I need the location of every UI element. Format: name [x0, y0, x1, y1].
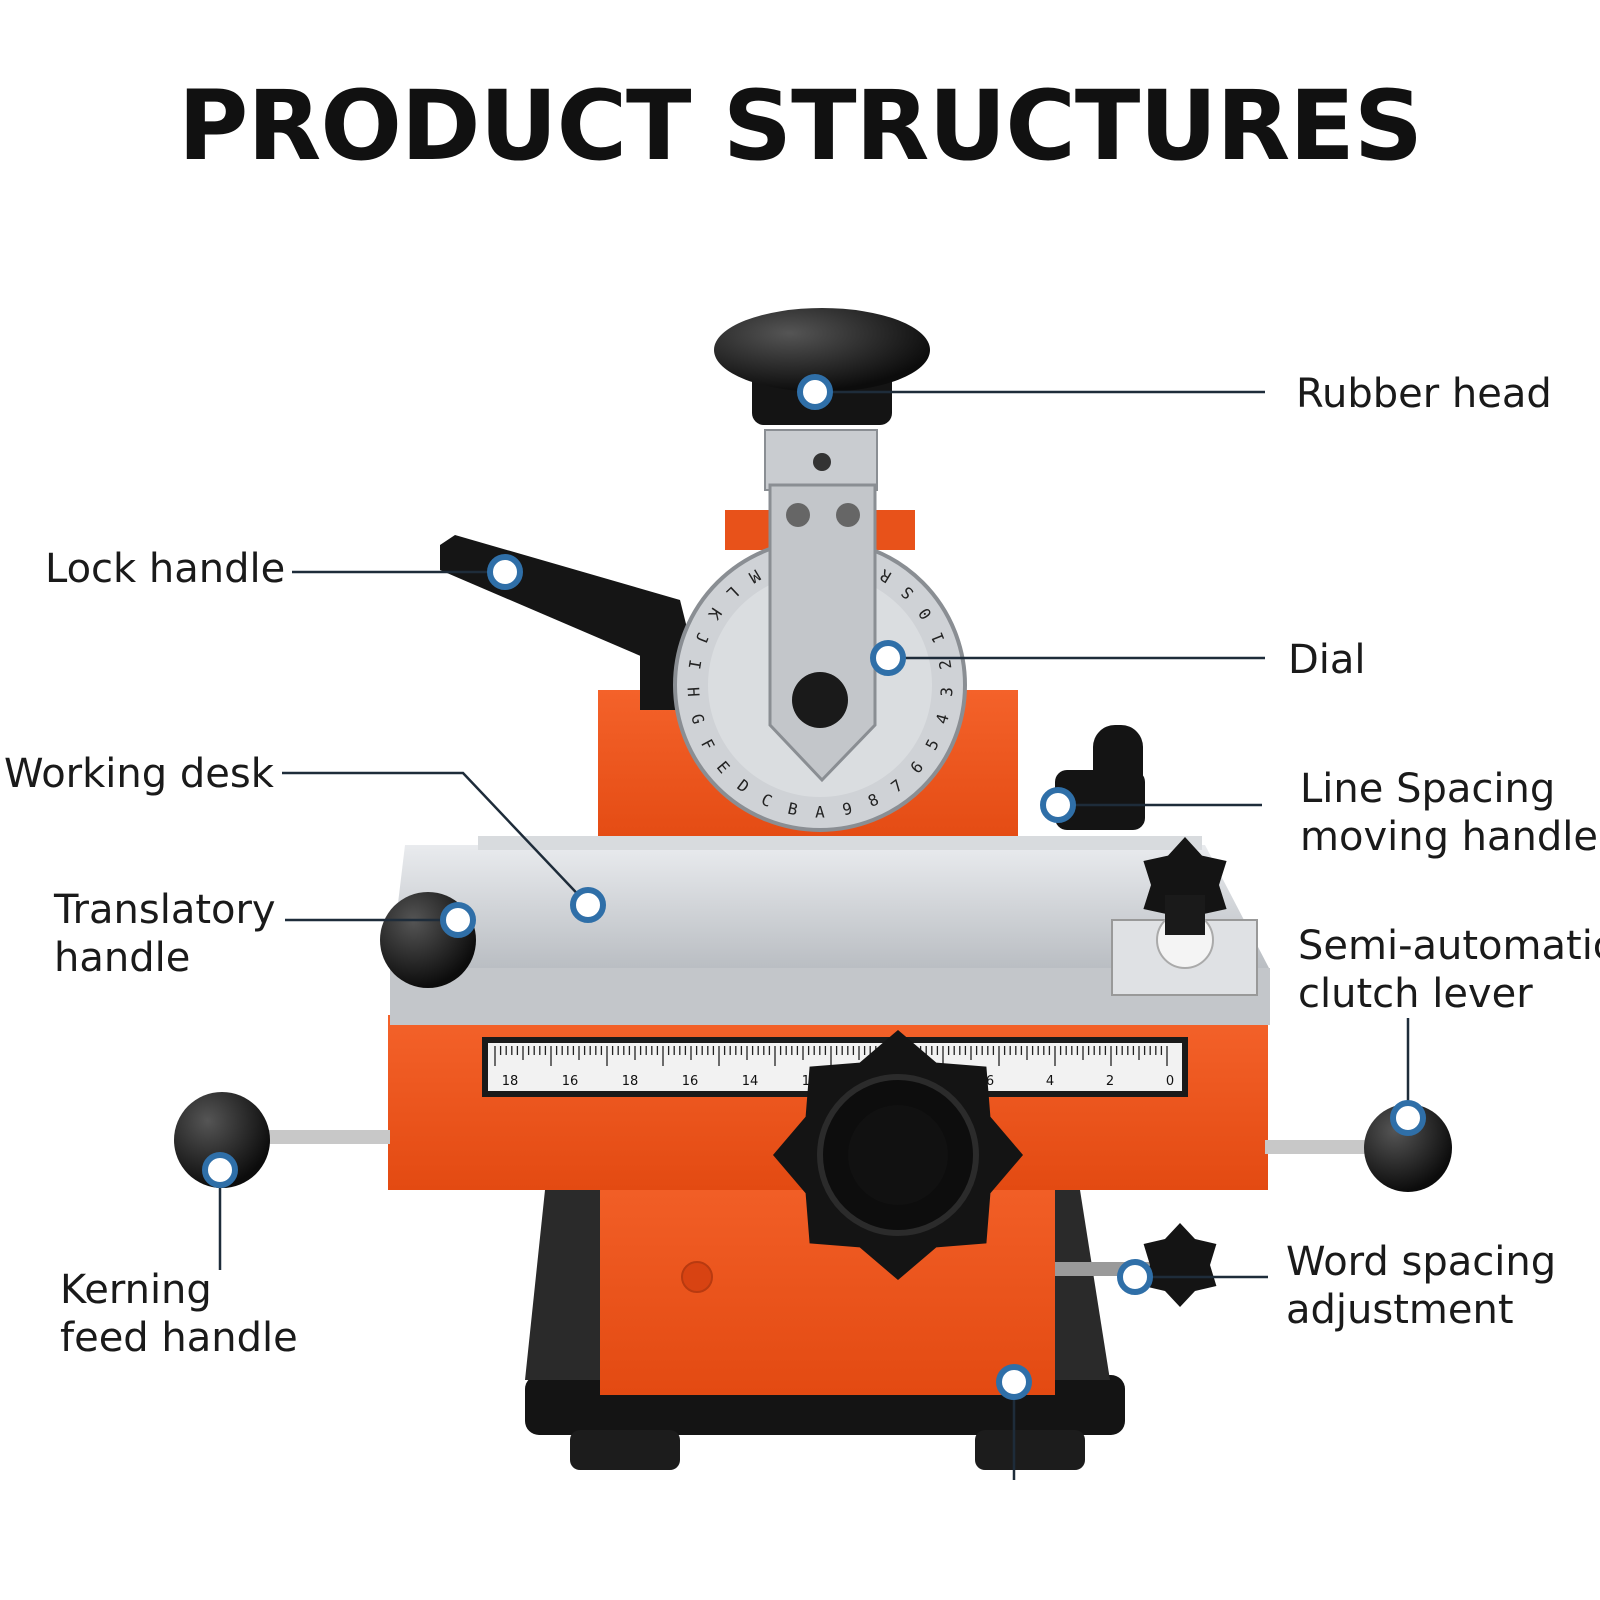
label-kerning-line2: feed handle: [60, 1315, 298, 1361]
label-word-spacing: Word spacing adjustment: [1286, 1238, 1556, 1334]
label-line-spacing: Line Spacing moving handle: [1300, 765, 1598, 861]
page-title: PRODUCT STRUCTURES: [178, 70, 1423, 182]
front-knob-cap: [848, 1105, 948, 1205]
callout-marker-icon: [1117, 1259, 1153, 1295]
kerning-rod-right: [1265, 1140, 1390, 1154]
callout-marker-icon: [1040, 787, 1076, 823]
label-semi-auto-line1: Semi-automatic: [1298, 923, 1600, 969]
body-screw: [681, 1261, 713, 1293]
callout-markers: [202, 374, 1426, 1400]
foot-right: [975, 1430, 1085, 1470]
ruler-number: 2: [1106, 1074, 1114, 1089]
ruler-number: 16: [682, 1074, 699, 1089]
label-translatory: Translatory handle: [54, 886, 276, 982]
kerning-ball-left: [174, 1092, 270, 1188]
label-line-spacing-line2: moving handle: [1300, 814, 1599, 860]
ruler-number: 18: [502, 1074, 519, 1089]
dial-character: I: [685, 658, 705, 671]
callout-marker-icon: [202, 1152, 238, 1188]
callout-marker-icon: [797, 374, 833, 410]
label-line-spacing-line1: Line Spacing: [1300, 766, 1556, 812]
ruler-number: 14: [742, 1074, 759, 1089]
ruler-number: 16: [562, 1074, 579, 1089]
callout-marker-icon: [440, 902, 476, 938]
working-desk-plate: [390, 845, 1270, 970]
callout-marker-icon: [570, 887, 606, 923]
label-semi-auto-line2: clutch lever: [1298, 971, 1533, 1017]
label-word-spacing-line2: adjustment: [1286, 1287, 1514, 1333]
leader-working-desk: [282, 771, 589, 906]
dial-character: H: [683, 687, 702, 698]
callout-marker-icon: [487, 554, 523, 590]
dial-character: A: [815, 803, 825, 822]
label-kerning: Kerning feed handle: [60, 1266, 298, 1362]
label-dial: Dial: [1288, 637, 1366, 683]
label-word-spacing-line1: Word spacing: [1286, 1239, 1557, 1285]
arm-screw-left: [786, 503, 810, 527]
ruler-number: 0: [1166, 1074, 1174, 1089]
callout-marker-icon: [1390, 1100, 1426, 1136]
rubber-head-cap: [714, 308, 930, 392]
desk-rail: [478, 836, 1202, 850]
label-rubber-head: Rubber head: [1296, 371, 1552, 417]
callout-marker-icon: [996, 1364, 1032, 1400]
dial-character: B: [786, 799, 799, 820]
label-translatory-line2: handle: [54, 935, 191, 981]
line-spacing-handle: [1093, 725, 1143, 810]
ruler-number: 4: [1046, 1074, 1054, 1089]
press-arm: [768, 483, 877, 783]
label-translatory-line1: Translatory: [54, 887, 276, 933]
word-spacing-knob: [1143, 1223, 1217, 1307]
dial-character: 9: [841, 799, 854, 820]
callout-marker-icon: [870, 640, 906, 676]
label-semi-auto: Semi-automatic clutch lever: [1298, 922, 1600, 1018]
label-kerning-line1: Kerning: [60, 1267, 212, 1313]
dial-character: 2: [935, 658, 955, 671]
label-working-desk: Working desk: [4, 751, 274, 797]
ruler-number: 18: [622, 1074, 639, 1089]
label-lock-handle: Lock handle: [45, 546, 286, 592]
arm-pivot: [792, 672, 848, 728]
kerning-ball-right: [1364, 1104, 1452, 1192]
dial-character: 3: [937, 687, 956, 698]
clutch-lever-knob: [1143, 837, 1227, 933]
clutch-stem: [1165, 895, 1205, 935]
column-screw: [813, 453, 831, 471]
ruler-number: 6: [986, 1074, 994, 1089]
foot-left: [570, 1430, 680, 1470]
arm-screw-right: [836, 503, 860, 527]
kerning-rod-left: [250, 1130, 390, 1144]
